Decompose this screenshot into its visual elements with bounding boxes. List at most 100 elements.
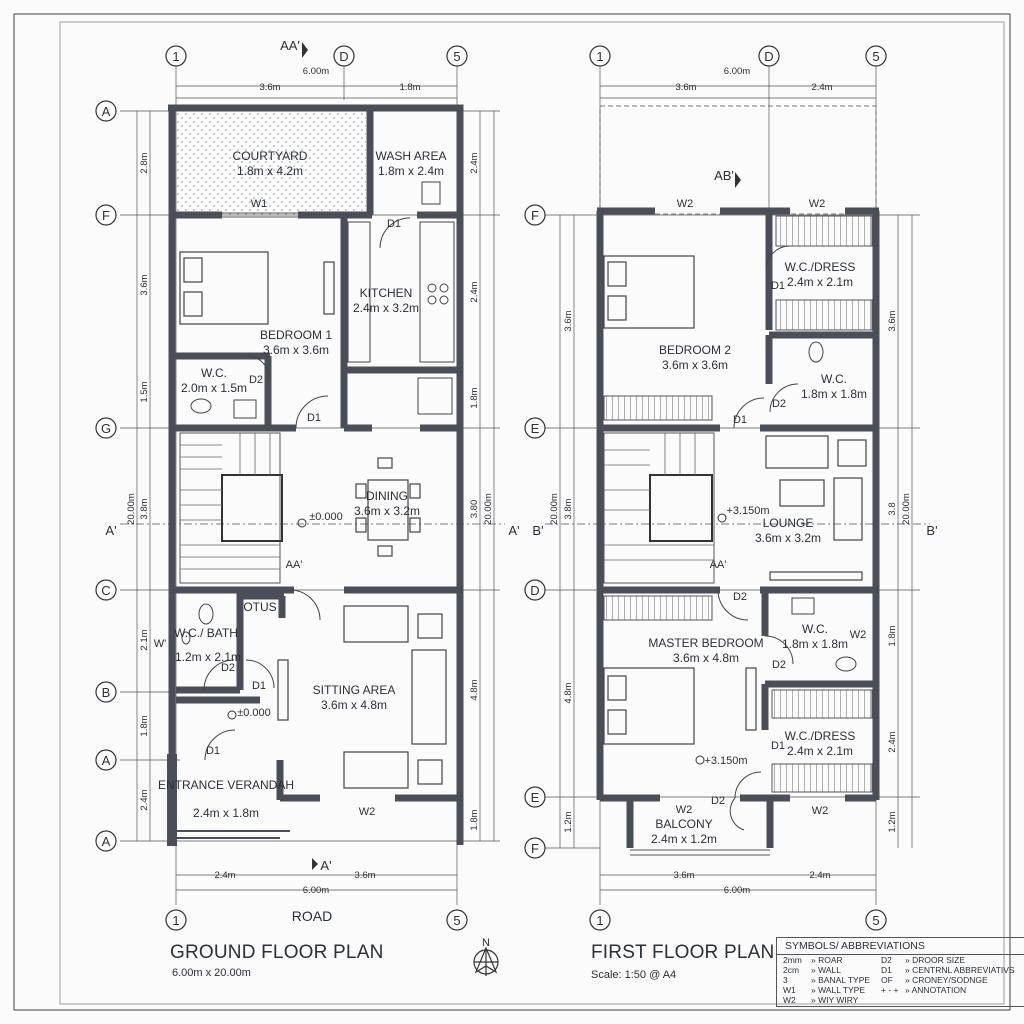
gf-dim-3-6-bottom: 3.6m xyxy=(354,870,375,881)
gf-col-d: D xyxy=(339,49,348,64)
ff-room-labels: W.C./DRESS 2.4m x 2.1m BEDROOM 2 3.6m x … xyxy=(648,260,867,846)
ff-wc-1-name: W.C. xyxy=(821,372,847,386)
road-label: ROAD xyxy=(292,908,332,924)
ff-section-aa-stair: AA' xyxy=(710,559,727,571)
sitting-sofas xyxy=(277,605,447,789)
ff-wc-1-size: 1.8m x 1.8m xyxy=(801,387,867,401)
gf-col-1-bottom: 1 xyxy=(172,913,179,928)
tag-d1-kitchen: D1 xyxy=(387,218,401,230)
bedroom-1-name: BEDROOM 1 xyxy=(260,328,332,342)
dining-table xyxy=(355,457,421,557)
wc-dress-1-name: W.C./DRESS xyxy=(785,260,856,274)
sheet-border xyxy=(13,13,1011,1011)
first-floor-plan xyxy=(545,66,930,905)
ff-row-e: E xyxy=(531,421,540,436)
gf-level-1: ±0.000 xyxy=(309,511,343,523)
entrance-verandah-name: ENTRANCE VERANDAH xyxy=(158,778,294,792)
gf-col-5-bottom: 5 xyxy=(453,913,460,928)
ff-dim-3-6-top: 3.6m xyxy=(675,82,696,93)
gf-dimensions: 6.00m 3.6m 1.8m 2.4m 3.6m 6.00m 2.8m 3.6… xyxy=(126,66,494,896)
tag-d1-entrance: D1 xyxy=(206,745,220,757)
ff-row-e2: E xyxy=(531,790,540,805)
gf-col-5: 5 xyxy=(453,49,460,64)
tag-w1: W1 xyxy=(251,198,268,210)
legend-row: W2» WIY WIRY xyxy=(783,995,859,1005)
sitting-area-size: 3.6m x 4.8m xyxy=(321,698,387,712)
tag-d2-wc: D2 xyxy=(249,374,263,386)
ff-col-5-bottom: 5 xyxy=(872,913,879,928)
gf-dim-left-5: 2.1m xyxy=(139,629,150,650)
gf-dim-right-5: 4.8m xyxy=(469,679,480,700)
gf-section-a-right: A' xyxy=(508,523,519,538)
ff-tag-d1-dress: D1 xyxy=(771,280,785,292)
gf-col-1: 1 xyxy=(172,49,179,64)
otus-name: OTUS xyxy=(243,600,276,614)
ff-col-1-bottom: 1 xyxy=(596,913,603,928)
gf-wc-name: W.C. xyxy=(201,366,227,380)
legend-title: SYMBOLS/ ABBREVIATIONS xyxy=(777,938,1024,955)
ff-dim-left-3: 4.8m xyxy=(563,682,574,703)
gf-dim-1-8-top: 1.8m xyxy=(399,82,420,93)
gf-wc-size: 2.0m x 1.5m xyxy=(181,381,247,395)
tag-d2-bath: D2 xyxy=(221,662,235,674)
gf-row-b: B xyxy=(102,685,111,700)
ff-tags: W2 W2 D1 D1 D2 D2 D2 W2 D1 W2 D2 W2 xyxy=(676,198,867,817)
kitchen-size: 2.4m x 3.2m xyxy=(353,301,419,315)
ff-row-d: D xyxy=(530,583,539,598)
wc-bath-size: 1.2m x 2.1m xyxy=(175,650,241,664)
gf-dim-left-6: 1.8m xyxy=(139,715,150,736)
grid-bubbles xyxy=(95,45,887,931)
ff-tag-w2-b: W2 xyxy=(809,198,826,210)
courtyard-name: COURTYARD xyxy=(233,149,308,163)
bedroom-1-size: 3.6m x 3.6m xyxy=(263,343,329,357)
gf-section-aa-top: AA' xyxy=(280,38,300,53)
ff-level-2: +3.150m xyxy=(704,755,747,767)
ff-section-ab: AB' xyxy=(714,168,734,183)
ff-tag-w2-wc: W2 xyxy=(850,629,867,641)
gf-dim-2-4-bottom: 2.4m xyxy=(214,870,235,881)
gf-row-a2: A xyxy=(102,753,111,768)
gf-dim-total-right: 20.00m xyxy=(483,493,494,525)
ff-tag-w2-a: W2 xyxy=(677,198,694,210)
ff-row-f2: F xyxy=(531,841,539,856)
ff-tag-d2-balcony: D2 xyxy=(711,795,725,807)
gf-dim-total-bottom: 6.00m xyxy=(303,885,329,896)
north-label: N xyxy=(482,937,490,949)
tag-w2: W2 xyxy=(359,806,376,818)
wash-area-name: WASH AREA xyxy=(376,149,447,163)
ff-dim-2-4-bottom: 2.4m xyxy=(809,870,830,881)
ff-dim-right-3: 1.8m xyxy=(887,625,898,646)
ff-dimensions: 6.00m 3.6m 2.4m 3.6m 2.4m 6.00m 3.6m 3.8… xyxy=(549,66,912,896)
ff-dim-left-4: 1.2m xyxy=(563,811,574,832)
wc-dress-1-size: 2.4m x 2.1m xyxy=(787,275,853,289)
ff-col-5: 5 xyxy=(872,49,879,64)
gf-row-a3: A xyxy=(102,834,111,849)
wc-dress-2-name: W.C./DRESS xyxy=(785,729,856,743)
gf-row-f: F xyxy=(102,208,110,223)
bed-1 xyxy=(179,251,335,325)
balcony-name: BALCONY xyxy=(655,817,712,831)
gf-dim-left-3: 1.5m xyxy=(139,381,150,402)
ff-dim-total-left: 20.00m xyxy=(549,493,560,525)
first-floor-scale: Scale: 1:50 @ A4 xyxy=(591,969,677,981)
gf-row-c: C xyxy=(101,583,110,598)
ff-col-d: D xyxy=(764,49,773,64)
ground-floor-plan xyxy=(120,66,505,905)
gf-dim-left-7: 2.4m xyxy=(139,789,150,810)
gf-dim-total-top: 6.00m xyxy=(303,66,329,77)
ff-tag-w2-balcony: W2 xyxy=(676,804,693,816)
bedroom-2-size: 3.6m x 3.6m xyxy=(662,358,728,372)
gf-dim-right-4: 3.80 xyxy=(469,500,480,519)
gf-dim-right-1: 2.4m xyxy=(469,152,480,173)
ff-dim-3-6-bottom: 3.6m xyxy=(673,870,694,881)
gf-row-a: A xyxy=(102,104,111,119)
ff-dim-right-5: 1.2m xyxy=(887,811,898,832)
tag-d1-otus: D1 xyxy=(252,680,266,692)
gf-section-a-bottom: A' xyxy=(320,858,331,873)
gf-walls xyxy=(168,104,464,845)
lounge-size: 3.6m x 3.2m xyxy=(755,531,821,545)
